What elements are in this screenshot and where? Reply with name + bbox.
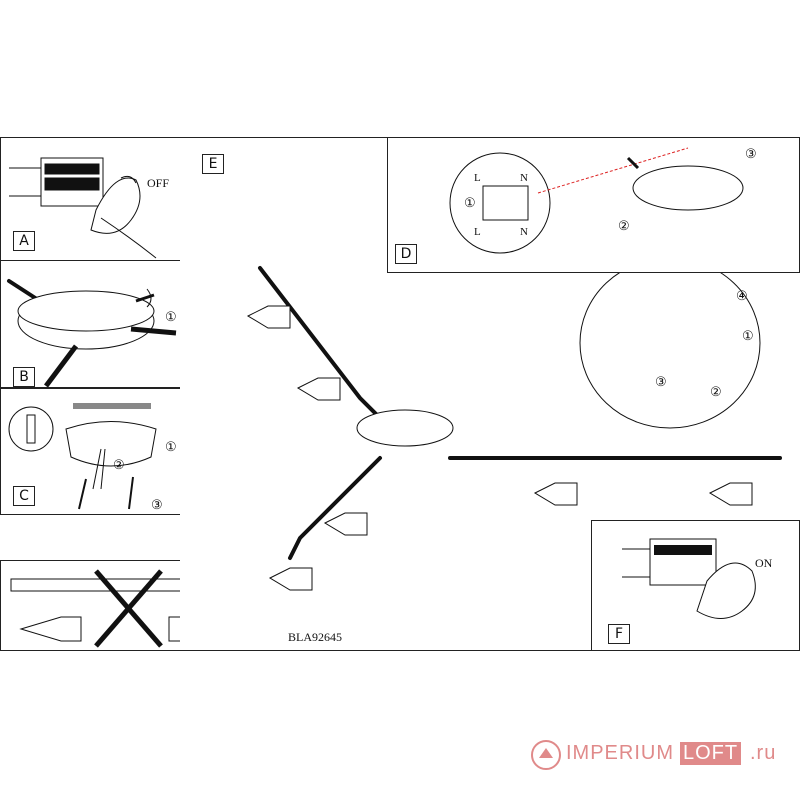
panel-c-drawing (8, 403, 157, 510)
watermark-brand-part1: IMPERIUM (566, 742, 674, 764)
panel-d-step1: ① (464, 195, 476, 210)
panel-e-drawing (246, 257, 782, 591)
on-text: ON (755, 556, 773, 570)
watermark: IMPERIUM LOFT .ru (530, 738, 800, 772)
panel-d-step3: ③ (745, 146, 757, 161)
wire-n-top: N (520, 172, 528, 184)
panel-e-step1: ① (742, 328, 754, 343)
panel-b-drawing (7, 279, 177, 388)
panel-d-wiring: L N L N ① ② ③ D (387, 137, 800, 273)
panel-c-step1: ① (165, 439, 177, 454)
panel-a-drawing (9, 157, 157, 259)
panel-d-step2: ② (618, 218, 630, 233)
panel-d-label: D (395, 244, 417, 264)
panel-e-label: E (202, 154, 224, 174)
panel-c-step3: ③ (151, 497, 163, 512)
panel-c-label: C (13, 486, 35, 506)
panel-c-wall-drill: ① ② ③ C (0, 388, 181, 515)
wire-l-bottom: L (474, 226, 481, 238)
off-text: OFF (147, 176, 170, 190)
wire-l-top: L (474, 172, 481, 184)
panel-d-drawing (449, 147, 744, 254)
panel-f-label: F (608, 624, 630, 644)
panel-a-label: A (13, 231, 35, 251)
panel-b-step1: ① (165, 309, 177, 324)
panel-c-step2: ② (113, 457, 125, 472)
model-code: BLA92645 (288, 630, 342, 644)
watermark-logo-icon (531, 740, 561, 770)
panel-f-power-on: ON F (591, 520, 800, 651)
watermark-brand-part2: LOFT (680, 742, 742, 765)
panel-b-label: B (13, 367, 35, 387)
panel-b-canopy-mount: ① B (0, 260, 181, 388)
panel-e-step4: ④ (736, 288, 748, 303)
watermark-domain: .ru (750, 742, 777, 764)
panel-e-step2: ② (710, 384, 722, 399)
panel-f-drawing (622, 538, 756, 619)
panel-e-step3: ③ (655, 374, 667, 389)
wire-n-bottom: N (520, 226, 528, 238)
panel-a-power-off: OFF A (0, 137, 181, 261)
